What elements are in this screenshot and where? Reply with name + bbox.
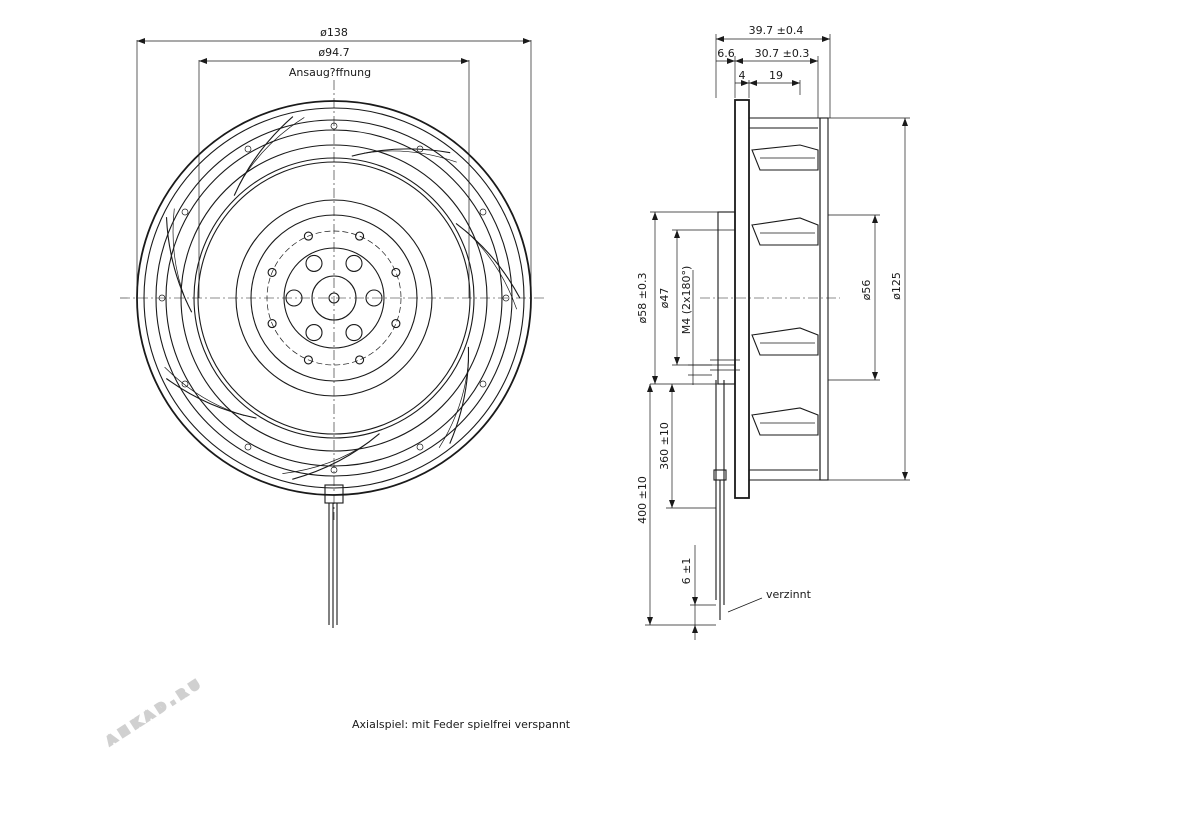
side-view: 39.7 ±0.4 6.6 30.7 ±0.3 4 19 ø58 ±0.3 ø4… (636, 24, 910, 640)
blade-curve (239, 117, 305, 185)
blade-curve (233, 116, 294, 196)
blade-curve (465, 230, 518, 310)
blade-curve (172, 208, 187, 302)
hub-hole (345, 324, 363, 342)
rivet (158, 294, 166, 302)
footer-note: Axialspiel: mit Feder spielfrei verspann… (352, 718, 571, 731)
hub-hole (267, 319, 277, 329)
rivet (244, 145, 252, 153)
rivet (479, 208, 487, 216)
inlet-label: Ansaug?ffnung (289, 66, 371, 79)
watermark-text: AHKAD.RU (105, 675, 207, 748)
dim-total-width: 39.7 ±0.4 (749, 24, 804, 37)
rivet (416, 443, 424, 451)
blade-curve (351, 148, 451, 157)
dim-inner-ring: ø56 (860, 280, 873, 301)
hub-hole (345, 254, 363, 272)
hub-holes (267, 231, 401, 365)
dim-blade-width: 30.7 ±0.3 (755, 47, 810, 60)
dim-hub-step: 4 (739, 69, 746, 82)
blade-curve (449, 346, 470, 444)
blade-curve (455, 222, 521, 299)
impeller-blades (158, 116, 521, 480)
dim-thread: M4 (2x180°) (680, 266, 693, 335)
hub-hole (303, 355, 313, 365)
dim-cable-short: 360 ±10 (658, 422, 671, 470)
dim-outer-diameter: ø138 (320, 26, 348, 39)
watermark: AHKAD.RU (103, 673, 208, 749)
rivet (181, 208, 189, 216)
wire-label: verzinnt (766, 588, 812, 601)
blade-curve (165, 378, 257, 419)
hub-hole (355, 231, 365, 241)
blade-curve (165, 217, 193, 313)
rivet (416, 145, 424, 153)
dim-hub-diameter: ø58 ±0.3 (636, 273, 649, 324)
hub-hole (305, 324, 323, 342)
dim-inlet-diameter: ø94.7 (318, 46, 349, 59)
dim-offset: 6.6 (717, 47, 735, 60)
dim-impeller-diameter: ø125 (890, 272, 903, 300)
dim-cable-long: 400 ±10 (636, 476, 649, 524)
hub-hole (391, 319, 401, 329)
rivet (330, 122, 338, 130)
dim-bolt-circle: ø47 (658, 288, 671, 309)
rivet (479, 380, 487, 388)
blade-curve (292, 433, 380, 480)
blade-curve (164, 366, 245, 416)
hub-hole (303, 231, 313, 241)
hub-hole (285, 289, 303, 307)
rivet (502, 294, 510, 302)
blade-curve (364, 150, 457, 163)
rivet (181, 380, 189, 388)
blade-curve (282, 441, 370, 474)
dim-strip-length: 6 ±1 (680, 558, 693, 585)
hub-hole (267, 267, 277, 277)
rivet (330, 466, 338, 474)
dim-hub-width: 19 (769, 69, 783, 82)
blade-curve (438, 359, 469, 448)
rivet (244, 443, 252, 451)
front-view: ø138 ø94.7 Ansaug?ffnung (120, 26, 545, 628)
hub-hole (305, 254, 323, 272)
hub-hole (355, 355, 365, 365)
hub-hole (365, 289, 383, 307)
hub-hole (391, 267, 401, 277)
